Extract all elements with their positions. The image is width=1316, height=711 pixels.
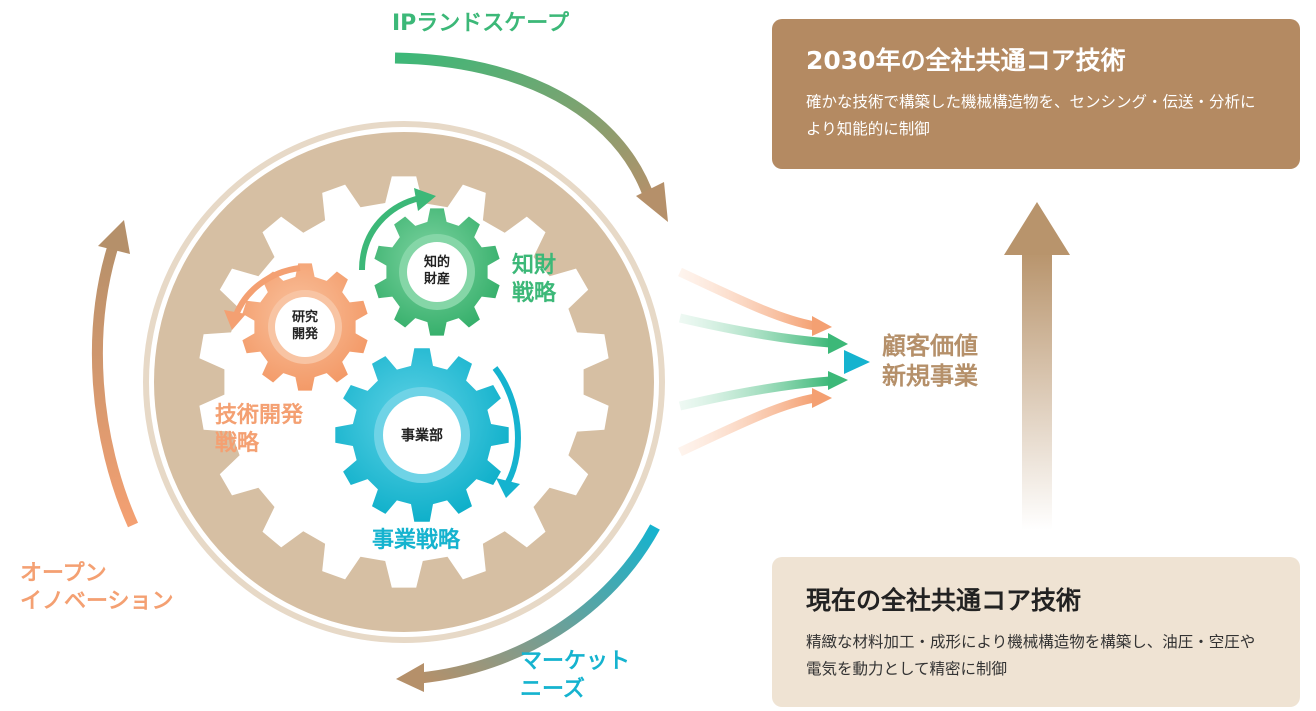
rd-rotation-arrow: [233, 265, 301, 317]
ip-rotation-arrowhead: [414, 188, 436, 211]
biz-rotation-arrowhead: [496, 478, 520, 498]
ip-gear-center: [407, 242, 467, 302]
open-innovation-label: オープン イノベーション: [20, 560, 174, 615]
rd-gear-label: 研究 開発: [292, 310, 318, 344]
outer-ring: [143, 121, 665, 643]
market-needs-line2: ニーズ: [520, 676, 585, 702]
current-core-tech-title: 現在の全社共通コア技術: [806, 586, 1082, 615]
rd-gear-label-line2: 開発: [291, 327, 319, 342]
ip-strategy-line1: 知財: [512, 253, 557, 278]
market-needs-line1: マーケット: [520, 649, 631, 674]
rd-rotation-arrowhead: [224, 310, 246, 330]
rd-strategy-line2: 戦略: [215, 430, 260, 456]
rd-strategy-line1: 技術開発: [215, 403, 304, 428]
ip-landscape-arrowhead: [636, 182, 668, 222]
ip-rotation-arrow: [359, 195, 421, 271]
rd-gear-label-line1: 研究: [291, 310, 319, 326]
future-core-tech-desc: 確かな技術で構築した機械構造物を、センシング・伝送・分析により知能的に制御: [806, 93, 1256, 139]
biz-gear-center: [383, 396, 461, 474]
open-innovation-line1: オープン: [20, 561, 107, 586]
future-core-tech-box: 2030年の全社共通コア技術 確かな技術で構築した機械構造物を、センシング・伝送…: [772, 19, 1300, 169]
ip-landscape-arrow: [394, 52, 656, 202]
customer-value-line1: 顧客価値: [882, 332, 978, 360]
rd-gear-center: [275, 297, 335, 357]
customer-value-label: 顧客価値 新規事業: [882, 331, 978, 391]
customer-value-line2: 新規事業: [882, 362, 978, 390]
growth-arrowhead: [1004, 202, 1070, 255]
biz-strategy-label: 事業戦略: [372, 528, 461, 553]
future-core-tech-title: 2030年の全社共通コア技術: [806, 46, 1126, 75]
current-core-tech-box: 現在の全社共通コア技術 精緻な材料加工・成形により機械構造物を構築し、油圧・空圧…: [772, 557, 1300, 707]
ip-strategy-label: 知財 戦略: [512, 252, 556, 307]
open-innovation-arrowhead: [98, 220, 130, 254]
output-fan-arrows: [678, 267, 870, 457]
rd-strategy-label: 技術開発 戦略: [215, 402, 303, 457]
ip-gear-label-line2: 財産: [423, 272, 451, 287]
biz-gear-label: 事業部: [401, 427, 443, 444]
ip-gear-label: 知的 財産: [424, 255, 450, 289]
biz-rotation-arrow: [492, 366, 521, 484]
ip-strategy-line2: 戦略: [512, 280, 557, 306]
market-needs-label: マーケット ニーズ: [520, 648, 630, 703]
ip-gear-label-line1: 知的: [423, 255, 451, 271]
open-innovation-line2: イノベーション: [20, 588, 174, 614]
market-needs-arrow: [419, 524, 660, 684]
current-core-tech-desc: 精緻な材料加工・成形により機械構造物を構築し、油圧・空圧や電気を動力として精密に…: [806, 633, 1256, 679]
open-innovation-arrow: [91, 238, 139, 528]
growth-arrow-shaft: [1022, 252, 1052, 530]
ip-landscape-label: IPランドスケープ: [392, 11, 569, 36]
market-needs-arrowhead: [396, 663, 424, 692]
